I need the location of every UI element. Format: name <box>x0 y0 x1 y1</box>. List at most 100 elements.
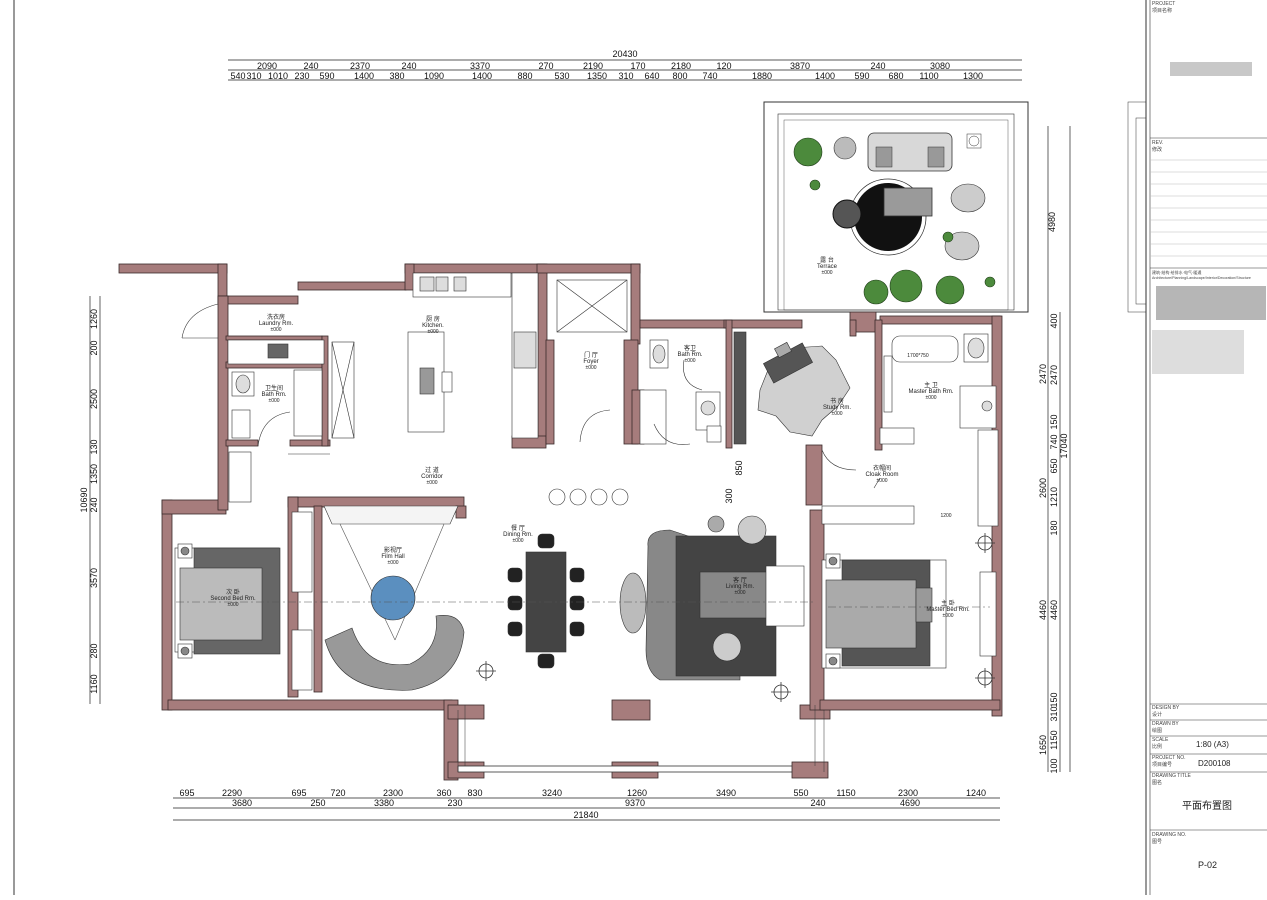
room-name-en: Terrace <box>817 264 838 270</box>
right-dimension: 4980 <box>1047 212 1057 232</box>
right-dimension: 2470 <box>1038 364 1048 384</box>
bottom-row2-dimension: 240 <box>810 798 825 808</box>
bottom-row2-dimension: 9370 <box>625 798 645 808</box>
dwgno-label-en: DRAWING NO. <box>1152 832 1187 838</box>
right-dimension: 180 <box>1049 520 1059 535</box>
room-name-cn: 客卫 <box>684 344 696 352</box>
terrace-area <box>763 101 1029 313</box>
room-level: ±000 <box>512 538 523 544</box>
left-dimension: 1160 <box>89 674 99 693</box>
projno-value: D200108 <box>1198 759 1231 768</box>
room-level: ±000 <box>831 411 842 417</box>
bottom-row1-dimension: 3240 <box>542 788 562 798</box>
rev-label-cn: 修改 <box>1152 147 1163 153</box>
room-name-cn: 露 台 <box>820 256 834 264</box>
top-row1-dimension: 240 <box>303 61 318 71</box>
top-row2-dimension: 230 <box>294 71 309 81</box>
project-label-en: PROJECT <box>1152 1 1176 7</box>
top-row2-dimension: 310 <box>618 71 633 81</box>
right-dimension: 100 <box>1049 758 1059 773</box>
bottom-row2-dimension: 250 <box>310 798 325 808</box>
left-dimension: 280 <box>89 643 99 658</box>
drawn-label-en: DRAWN BY <box>1152 721 1179 727</box>
top-row1-dimension: 240 <box>401 61 416 71</box>
dining-set <box>507 488 647 669</box>
room-level: ±000 <box>585 365 596 371</box>
dwgtitle-label-en: DRAWING TITLE <box>1152 773 1191 779</box>
bottom-row2-dimension: 3680 <box>232 798 252 808</box>
left-dimension: 1350 <box>89 464 99 484</box>
elevator <box>556 279 628 333</box>
top-row1-dimension: 3370 <box>470 61 490 71</box>
room-level: ±000 <box>734 590 745 596</box>
room-level: ±000 <box>270 327 281 333</box>
design-label-en: DESIGN BY <box>1152 705 1180 711</box>
left-dimension: 240 <box>89 497 99 512</box>
right-dimension: 1650 <box>1038 735 1048 755</box>
guest-bath-fixtures <box>639 331 747 445</box>
room-name-en: Kitchen. <box>422 323 444 329</box>
projno-label-en: PROJECT NO. <box>1152 755 1186 761</box>
top-row2-dimension: 380 <box>389 71 404 81</box>
room-name-cn: 主 卫 <box>924 381 938 389</box>
bottom-row1-dimension: 1150 <box>836 788 855 798</box>
top-row1-dimension: 2180 <box>671 61 691 71</box>
bottom-row1-dimension: 695 <box>179 788 194 798</box>
left-dimension: 200 <box>89 340 99 355</box>
top-row2-dimension: 740 <box>702 71 717 81</box>
room-level: ±000 <box>426 480 437 486</box>
top-row2-dimension: 530 <box>554 71 569 81</box>
room-name-cn: 衣帽间 <box>873 464 891 472</box>
laundry-fixtures <box>227 339 355 691</box>
room-name-en: Study Rm. <box>823 405 851 411</box>
dwgtitle-label-cn: 图名 <box>1152 780 1163 786</box>
room-name-en: Laundry Rm. <box>259 321 294 327</box>
room-level: ±000 <box>684 358 695 364</box>
left-dimension: 130 <box>89 439 99 454</box>
top-row2-dimension: 310 <box>246 71 261 81</box>
room-name-en: Film Hall <box>381 554 404 560</box>
right-total-dimension: 17040 <box>1059 433 1069 458</box>
bottom-total-dimension: 21840 <box>573 810 598 820</box>
top-row1-dimension: 2370 <box>350 61 370 71</box>
right-dimension: 2470 <box>1049 365 1059 385</box>
ceiling-lights <box>476 533 995 702</box>
room-name-cn: 主 卧 <box>941 599 955 607</box>
room-level: ±000 <box>925 395 936 401</box>
room-level: ±000 <box>427 329 438 335</box>
room-name-en: Cloak Room <box>865 472 898 478</box>
room-level: ±000 <box>227 602 238 608</box>
inner-dimension: 1200 <box>940 513 951 519</box>
top-row2-dimension: 1400 <box>354 71 374 81</box>
right-dimension: 310 <box>1049 706 1059 721</box>
room-name-cn: 过 道 <box>425 466 439 474</box>
consultant-label: 建筑·结构·给排水·电气·暖通 <box>1152 270 1202 275</box>
bottom-row1-dimension: 720 <box>330 788 345 798</box>
room-level: ±000 <box>268 398 279 404</box>
room-level: ±000 <box>942 613 953 619</box>
room-name-cn: 厨 房 <box>426 315 440 323</box>
room-name-en: Corridor <box>421 474 443 480</box>
top-row2-dimension: 1400 <box>815 71 835 81</box>
bottom-row1-dimension: 2300 <box>898 788 918 798</box>
room-name-en: Bath Rm. <box>677 352 702 358</box>
rev-label-en: REV. <box>1152 140 1164 146</box>
top-row2-dimension: 1350 <box>587 71 607 81</box>
top-row1-dimension: 2090 <box>257 61 277 71</box>
top-row2-dimension: 1100 <box>919 71 938 81</box>
room-name-en: Dining Rm. <box>503 532 533 538</box>
right-dimension: 150 <box>1049 414 1059 429</box>
title-block-text: PROJECT 项目名称 REV. 修改 建筑·结构·给排水·电气·暖通 Arc… <box>1152 0 1266 895</box>
drawing-title-value: 平面布置图 <box>1182 801 1232 812</box>
